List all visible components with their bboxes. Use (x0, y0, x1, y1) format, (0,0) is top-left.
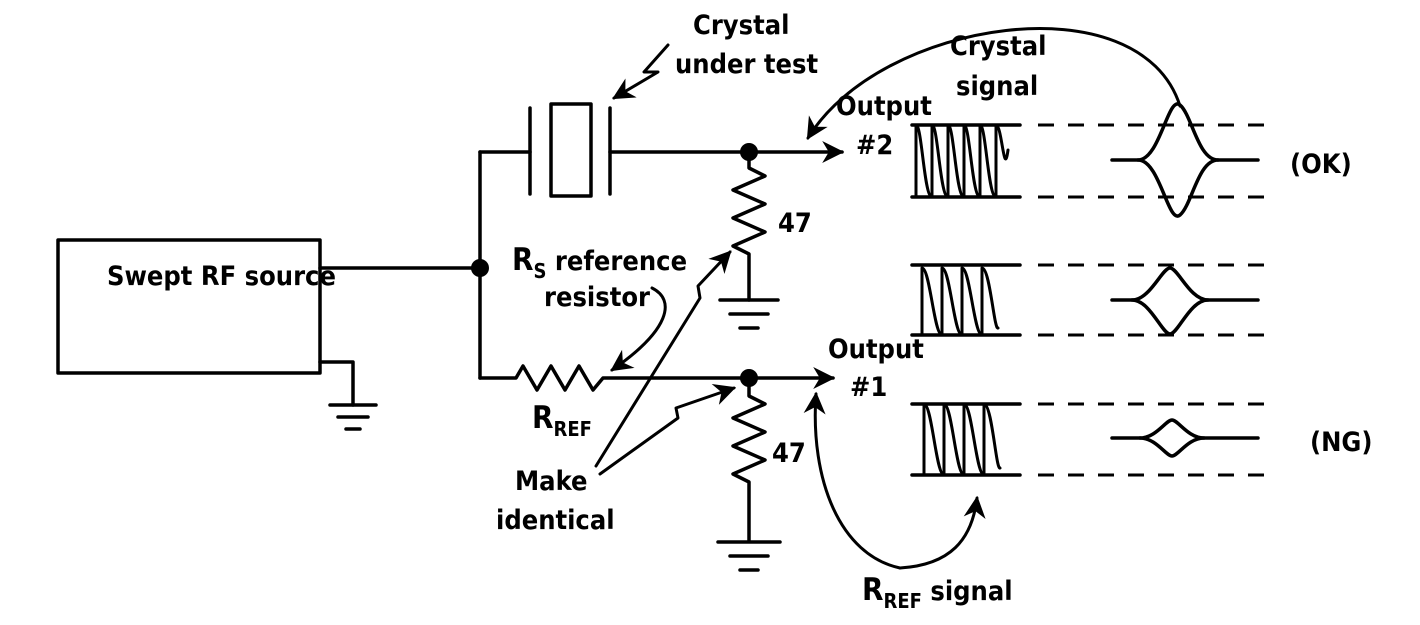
waveform-row-middle (910, 263, 1270, 337)
output2-label-line2: #2 (856, 130, 893, 161)
resistor-rref (478, 364, 751, 392)
crystal-label-line1: Crystal (693, 10, 789, 41)
rref-signal-label: RREF signal (862, 572, 1013, 613)
crystal-pointer-arrow (612, 43, 670, 100)
rref-signal-curved-arrow-right (898, 495, 986, 570)
output2-label-line1: Output (836, 91, 932, 122)
rref-signal-curved-arrow (803, 391, 902, 570)
ground-symbol-top (718, 298, 780, 330)
resistor-top-value: 47 (778, 208, 812, 239)
make-identical-line1: Make (515, 466, 587, 497)
resistor-47-top (731, 150, 767, 302)
resistor-bottom-value: 47 (772, 438, 806, 469)
ng-label: (NG) (1310, 427, 1372, 458)
crystal-under-test (528, 102, 612, 198)
rref-label: RREF (532, 400, 592, 441)
rf-source-label: Swept RF source (107, 261, 336, 292)
resistor-47-bottom (731, 376, 767, 542)
crystal-signal-line2: signal (956, 71, 1038, 102)
waveform-row-ng (910, 402, 1270, 477)
output1-label-line2: #1 (850, 372, 887, 403)
crystal-signal-curved-arrow (806, 27, 1182, 140)
rs-pointer-arrow (610, 286, 667, 372)
rs-label-line2: resistor (544, 282, 650, 313)
crystal-label-line2: under test (675, 49, 818, 80)
rf-source-box (56, 238, 322, 375)
ok-label: (OK) (1290, 149, 1352, 180)
make-identical-arrow-bottom (598, 384, 737, 476)
ground-symbol-source (318, 360, 378, 431)
make-identical-arrow-top (594, 250, 732, 468)
output1-label-line1: Output (828, 334, 924, 365)
rs-label-line1: RS reference (512, 242, 687, 283)
ground-symbol-bottom (716, 540, 782, 572)
waveform-row-ok (910, 102, 1270, 218)
crystal-signal-line1: Crystal (950, 31, 1046, 62)
make-identical-line2: identical (496, 505, 615, 536)
